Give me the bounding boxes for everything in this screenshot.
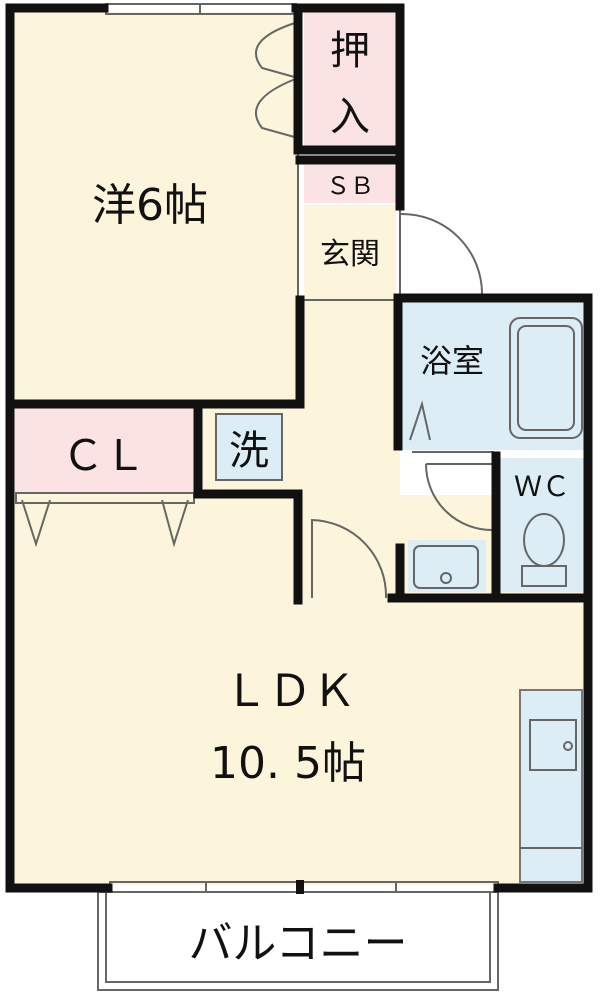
wall-pillar [296,880,304,894]
wall-bath [393,293,593,893]
label-ldk-size: 10. 5帖 [210,738,366,789]
bathtub-inner [517,325,575,431]
label-bath: 浴室 [420,342,484,380]
label-shoe-box: ＳＢ [326,172,374,200]
basin [413,545,479,589]
closet-door-left [21,499,51,548]
label-oshiire-top: 押 [330,28,370,74]
label-entrance: 玄関 [320,237,380,272]
wall-oshiire [293,3,405,155]
wall-top-right [291,3,405,211]
closet-door-right [161,499,189,548]
basin-drain [440,572,452,584]
oshiire-door-swing [255,21,299,139]
kitchen-tap [563,741,573,751]
wash-fill [216,414,282,480]
kitchen-sink [529,719,577,771]
label-western-room: 洋6帖 [92,180,208,231]
wc-door-swing [425,463,495,532]
entrance-door-swing [399,210,484,297]
label-oshiire-bottom: 入 [330,94,370,140]
label-wash: 洗 [229,428,269,474]
toilet-tank [521,565,567,587]
wall-closet [193,399,303,605]
western-room-floor [14,12,298,402]
kitchen-counter [519,689,583,883]
bath-door [409,400,431,441]
label-balcony: バルコニー [188,918,407,969]
wash-pan [215,413,283,481]
label-closet: ＣＬ [62,431,146,480]
basin-fill [408,540,486,592]
label-ldk-name: ＬＤＫ [224,666,356,717]
bathtub [509,317,583,439]
closet-fill [14,408,194,493]
entrance-floor [304,205,396,300]
shoe-box-fill [304,165,396,203]
wc-fill [500,458,586,592]
label-wc: ＷＣ [514,470,570,503]
ldk-door-swing [311,518,388,599]
oshiire-fill [304,12,396,152]
